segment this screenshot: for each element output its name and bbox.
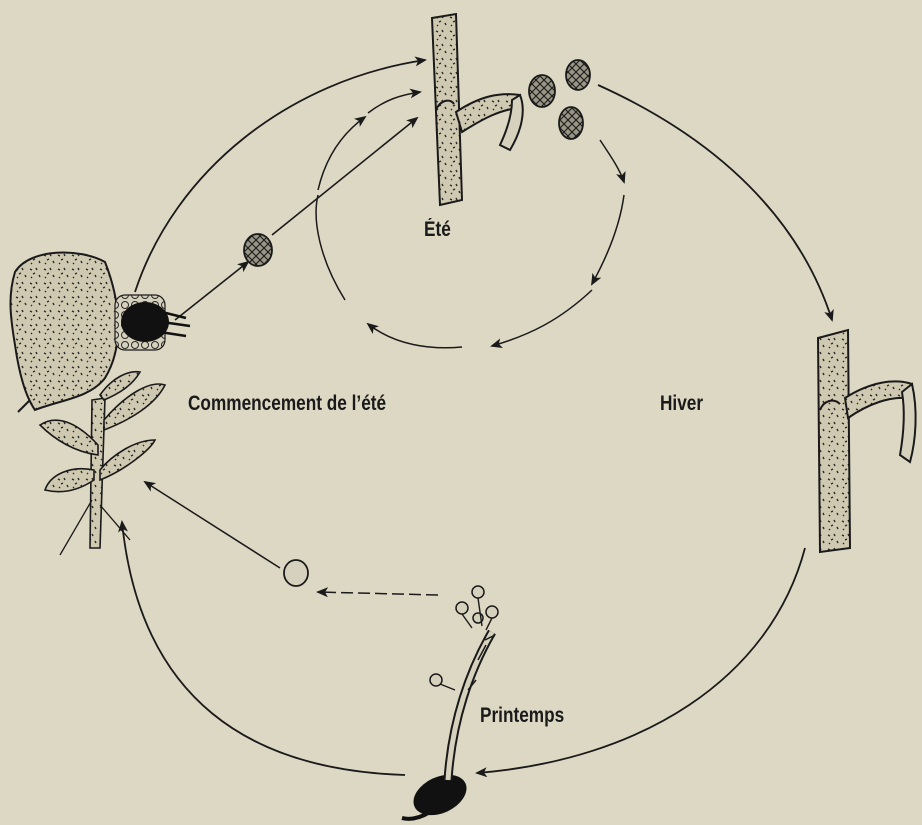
arrow-early-summer-to-summer xyxy=(135,60,425,292)
arrow-summer-to-winter xyxy=(598,85,832,320)
label-early-summer: Commencement de l’été xyxy=(188,392,386,416)
winter-stem-illustration xyxy=(818,330,916,552)
loop-arrow-5 xyxy=(316,195,345,300)
summer-spores xyxy=(529,60,590,139)
arrow-spring-to-spore xyxy=(318,592,438,595)
loop-arrow-2 xyxy=(592,195,624,284)
loop-arrow-1 xyxy=(600,140,624,182)
label-spring: Printemps xyxy=(480,704,564,728)
arrow-winter-to-spring xyxy=(477,548,805,773)
early-summer-spore xyxy=(244,234,272,266)
spring-spore xyxy=(284,560,308,586)
early-summer-illustration xyxy=(10,253,190,555)
arrow-sorus-to-spore xyxy=(175,262,248,320)
arrow-spring-to-early-summer xyxy=(122,522,405,775)
label-winter: Hiver xyxy=(660,392,703,416)
loop-arrow-7 xyxy=(368,92,420,113)
summer-stem-illustration xyxy=(432,14,523,205)
label-summer: Été xyxy=(424,218,451,242)
arrow-spore-to-leaf xyxy=(145,482,280,568)
loop-arrow-4 xyxy=(368,324,462,348)
loop-arrow-3 xyxy=(492,290,592,346)
